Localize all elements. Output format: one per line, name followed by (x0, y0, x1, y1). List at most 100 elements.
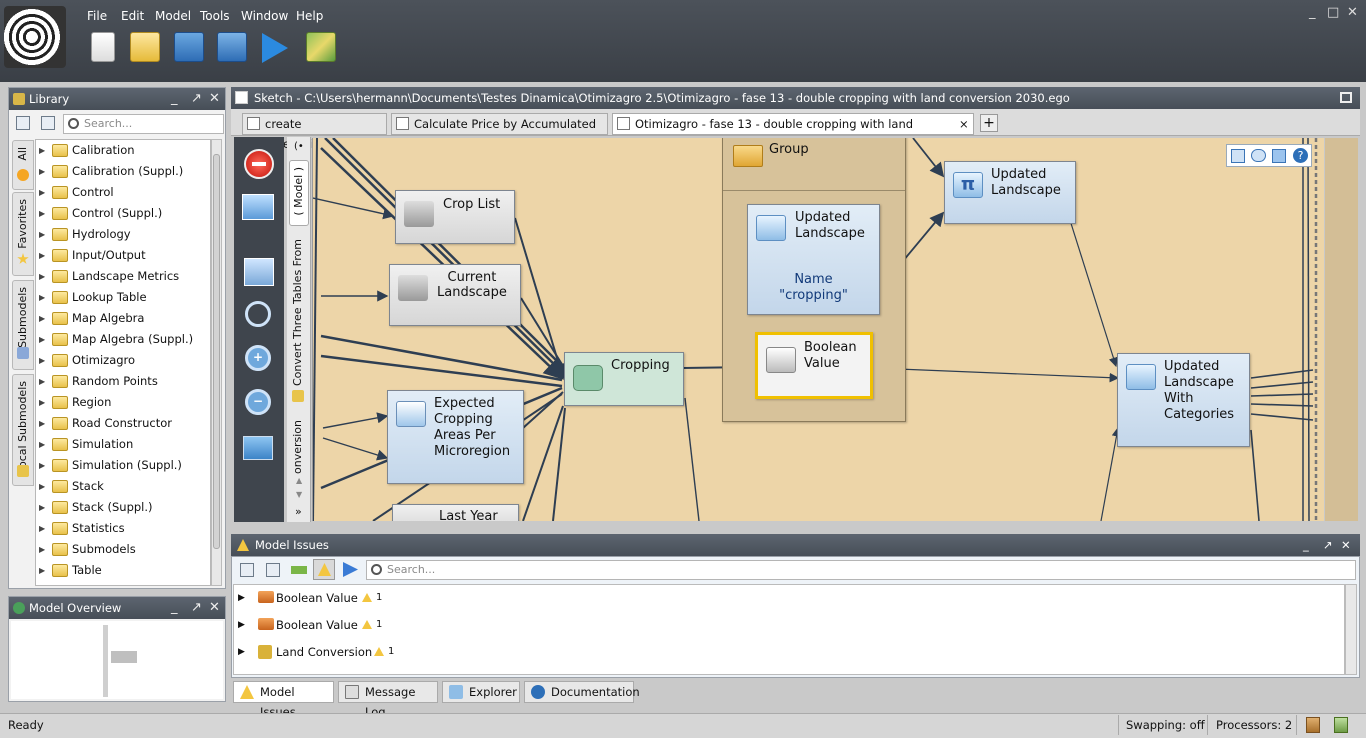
tree-view-icon[interactable] (16, 116, 30, 130)
library-item[interactable]: ▶Calibration (Suppl.) (36, 161, 212, 182)
side-tab-model[interactable]: ( Model ) (289, 160, 309, 226)
help-icon[interactable]: ? (1293, 148, 1308, 163)
minimize-overview-icon[interactable]: _ (171, 600, 178, 615)
overview-canvas[interactable] (11, 621, 223, 699)
issues-tree-icon[interactable] (240, 563, 254, 577)
float-panel-icon[interactable]: ↗ (191, 91, 202, 106)
cube-view-icon[interactable] (1272, 149, 1286, 163)
minimize-panel-icon[interactable]: _ (171, 91, 178, 106)
maximize-window-button[interactable]: □ (1327, 5, 1340, 20)
run-icon[interactable] (262, 33, 288, 63)
expand-arrow-icon[interactable]: ▶ (39, 545, 46, 554)
vtab-all[interactable]: All (12, 140, 34, 190)
side-more-arrow[interactable]: » (295, 505, 302, 518)
library-item[interactable]: ▶Calibration (36, 140, 212, 161)
close-window-button[interactable]: ✕ (1347, 5, 1358, 20)
tab-message-log[interactable]: Message Log (338, 681, 438, 719)
menu-window[interactable]: Window (241, 9, 289, 23)
library-item[interactable]: ▶Simulation (Suppl.) (36, 455, 212, 476)
maximize-sketch-icon[interactable] (1340, 92, 1352, 103)
library-item[interactable]: ▶Road Constructor (36, 413, 212, 434)
menu-file[interactable]: File (87, 9, 108, 23)
minimize-window-button[interactable]: _ (1309, 5, 1316, 20)
expand-arrow-icon[interactable]: ▶ (39, 251, 46, 260)
menu-edit[interactable]: Edit (121, 9, 145, 23)
menu-model[interactable]: Model (155, 9, 192, 23)
collapse-icon[interactable] (1231, 149, 1245, 163)
expand-arrow-icon[interactable]: ▶ (39, 377, 46, 386)
expand-arrow-icon[interactable]: ▶ (39, 440, 46, 449)
issue-row[interactable]: ▶ Boolean Value 1 (238, 585, 1338, 611)
close-overview-icon[interactable]: ✕ (209, 600, 220, 615)
expand-arrow-icon[interactable]: ▶ (238, 647, 245, 657)
library-scrollbar[interactable] (211, 139, 222, 586)
vtab-local-submodels[interactable]: Local Submodels (12, 374, 34, 486)
menu-help[interactable]: Help (296, 9, 324, 23)
library-item[interactable]: ▶Landscape Metrics (36, 266, 212, 287)
tab-create-categorizations[interactable]: create categorizations (242, 113, 387, 151)
expand-arrow-icon[interactable]: ▶ (39, 272, 46, 281)
expand-arrow-icon[interactable]: ▶ (39, 314, 46, 323)
expand-arrow-icon[interactable]: ▶ (39, 293, 46, 302)
library-item[interactable]: ▶Submodels (36, 539, 212, 560)
library-item[interactable]: ▶Stack (Suppl.) (36, 497, 212, 518)
memory-icon[interactable] (1306, 717, 1320, 733)
library-item[interactable]: ▶Input/Output (36, 245, 212, 266)
expand-arrow-icon[interactable]: ▶ (39, 230, 46, 239)
expand-arrow-icon[interactable]: ▶ (39, 167, 46, 176)
library-item[interactable]: ▶Map Algebra (Suppl.) (36, 329, 212, 350)
layout-icon[interactable] (244, 258, 274, 286)
library-item[interactable]: ▶Stack (36, 476, 212, 497)
library-item[interactable]: ▶Control (Suppl.) (36, 203, 212, 224)
save-all-icon[interactable] (217, 32, 247, 62)
library-item[interactable]: ▶Hydrology (36, 224, 212, 245)
menu-tools[interactable]: Tools (200, 9, 230, 23)
side-scroll-top[interactable]: (• (294, 141, 304, 152)
tab-model-issues[interactable]: Model Issues (233, 681, 334, 719)
save-icon[interactable] (174, 32, 204, 62)
zoom-out-icon[interactable]: − (245, 389, 271, 415)
comment-icon[interactable] (1251, 149, 1266, 162)
list-view-icon[interactable] (41, 116, 55, 130)
issues-scrollbar[interactable] (1345, 584, 1357, 675)
warning-filter-button[interactable] (313, 559, 335, 580)
tab-calculate-price[interactable]: Calculate Price by Accumulated Tons 4 (391, 113, 608, 151)
vtab-favorites[interactable]: Favorites (12, 192, 34, 276)
container-icon[interactable] (243, 436, 273, 460)
expand-arrow-icon[interactable]: ▶ (39, 356, 46, 365)
expand-arrow-icon[interactable]: ▶ (39, 335, 46, 344)
expand-arrow-icon[interactable]: ▶ (39, 524, 46, 533)
expand-arrow-icon[interactable]: ▶ (39, 146, 46, 155)
expand-arrow-icon[interactable]: ▶ (238, 593, 245, 603)
expand-arrow-icon[interactable]: ▶ (39, 503, 46, 512)
tab-explorer[interactable]: Explorer (442, 681, 520, 703)
garbage-collector-icon[interactable] (1334, 717, 1348, 733)
node-crop-list[interactable]: Crop List (395, 190, 515, 244)
library-item[interactable]: ▶Table (36, 560, 212, 581)
expand-arrow-icon[interactable]: ▶ (39, 566, 46, 575)
expand-arrow-icon[interactable]: ▶ (39, 482, 46, 491)
minimize-issues-icon[interactable]: _ (1303, 538, 1309, 552)
expand-arrow-icon[interactable]: ▶ (39, 419, 46, 428)
float-issues-icon[interactable]: ↗ (1323, 538, 1333, 552)
side-down-arrow[interactable]: ▼ (296, 490, 303, 499)
issues-list-icon[interactable] (266, 563, 280, 577)
library-item[interactable]: ▶Map Algebra (36, 308, 212, 329)
close-tab-icon[interactable]: × (959, 117, 969, 131)
zoom-fit-icon[interactable] (245, 301, 271, 327)
issue-row[interactable]: ▶ Land Conversion 1 (238, 639, 1338, 665)
vtab-submodels[interactable]: Submodels (12, 280, 34, 370)
close-issues-icon[interactable]: ✕ (1341, 538, 1351, 552)
side-up-arrow[interactable]: ▲ (296, 476, 303, 485)
issues-search-input[interactable]: Search... (366, 560, 1356, 580)
map-viewer-icon[interactable] (306, 32, 336, 62)
windows-icon[interactable] (242, 194, 274, 220)
expand-arrow-icon[interactable]: ▶ (238, 620, 245, 630)
close-panel-icon[interactable]: ✕ (209, 91, 220, 106)
